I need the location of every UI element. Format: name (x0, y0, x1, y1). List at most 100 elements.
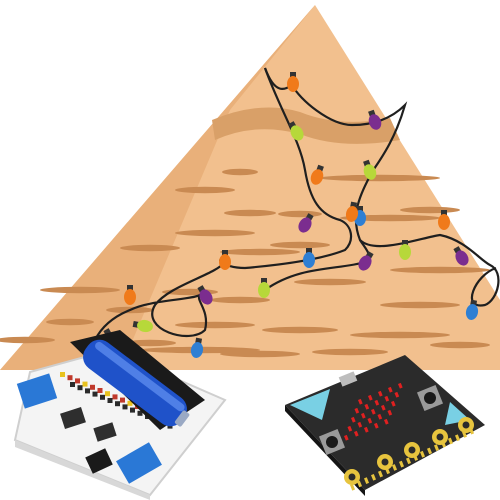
led (390, 400, 396, 407)
light-bulb (197, 285, 213, 305)
header-pin (120, 397, 125, 403)
brick (210, 296, 270, 304)
edge-strip (448, 437, 454, 445)
terminal-block-bottom (116, 442, 162, 484)
bulb-socket (453, 246, 462, 254)
light-bulb (358, 251, 374, 271)
brick (320, 174, 440, 182)
brick (120, 244, 180, 252)
led (363, 426, 369, 433)
microbit-teal-corner (290, 389, 330, 420)
light-bulb (303, 248, 315, 268)
bulb-glass (345, 206, 359, 222)
battery-expansion-board-icon (13, 330, 227, 500)
light-bulb (288, 121, 304, 141)
edge-strip (364, 477, 370, 484)
string-lights (94, 67, 500, 358)
header-pin (67, 375, 73, 381)
bulb-socket (365, 251, 374, 259)
brick (312, 348, 388, 356)
header-pin (77, 385, 83, 391)
led (384, 418, 389, 425)
light-bulbs (103, 72, 479, 358)
edge-strip (454, 434, 461, 442)
bulb-glass (190, 342, 204, 358)
led (374, 399, 380, 406)
bulb-socket (261, 278, 267, 283)
edge-strip (469, 427, 475, 435)
bulb-glass (290, 125, 304, 141)
board-chip (60, 406, 86, 430)
light-bulb (453, 246, 469, 266)
bulb-socket (197, 285, 206, 293)
led (357, 421, 363, 428)
light-bulb (190, 337, 204, 358)
brick (40, 286, 120, 294)
bulb-glass (298, 217, 312, 233)
bulb-glass (455, 250, 469, 266)
led (397, 382, 403, 389)
edge-strip (427, 447, 433, 455)
edge-pad-hole (436, 433, 444, 441)
brick (175, 186, 235, 194)
light-bulb (438, 210, 450, 230)
brick (224, 209, 276, 217)
edge-strip (371, 473, 377, 481)
led (377, 413, 383, 420)
bulb-glass (399, 244, 411, 260)
bulb-glass (438, 214, 450, 230)
bulb-glass (287, 76, 299, 92)
brick (400, 206, 460, 214)
header-pin (112, 394, 118, 400)
brick (390, 266, 490, 274)
bulb-socket (306, 248, 312, 253)
led-matrix (344, 382, 403, 441)
led (384, 395, 390, 402)
led (394, 391, 400, 398)
brick (380, 301, 460, 309)
edge-strip (378, 470, 384, 478)
led (387, 409, 393, 416)
header-pin (127, 400, 133, 406)
led (350, 416, 356, 423)
brick (350, 331, 450, 339)
led (364, 403, 370, 410)
bulb-socket (441, 210, 447, 215)
edge-strip (461, 431, 468, 438)
header-pin (97, 388, 103, 393)
pyramid-left-shade (0, 5, 315, 370)
button-b (416, 384, 444, 412)
pyramid-illustration (0, 5, 500, 370)
header-pin (137, 410, 143, 416)
light-bulb (363, 159, 377, 180)
light-bulb (219, 250, 231, 270)
button-a (318, 428, 346, 456)
bulb-glass (124, 289, 136, 305)
bulb-glass (358, 255, 372, 271)
brick (294, 278, 366, 286)
brick (278, 210, 322, 218)
header-pin (92, 391, 98, 397)
brick (222, 168, 258, 176)
bulb-glass (363, 164, 377, 180)
brick (175, 229, 255, 237)
led (344, 434, 349, 441)
bulb-glass (303, 252, 315, 268)
board-shadow (15, 440, 150, 500)
bulb-socket (288, 121, 297, 129)
light-bulb (310, 164, 324, 185)
edge-strip (384, 467, 391, 475)
edge-strip (433, 444, 440, 451)
led (367, 417, 373, 424)
brick (220, 248, 300, 256)
led (357, 398, 363, 405)
light-bulb (399, 240, 411, 260)
header-pin (100, 394, 105, 400)
led (371, 408, 376, 415)
edge-strip (405, 457, 412, 465)
header-pin (90, 384, 95, 390)
brick (175, 321, 255, 329)
led (360, 412, 366, 419)
edge-pad-hole (408, 446, 416, 454)
led (374, 422, 379, 429)
